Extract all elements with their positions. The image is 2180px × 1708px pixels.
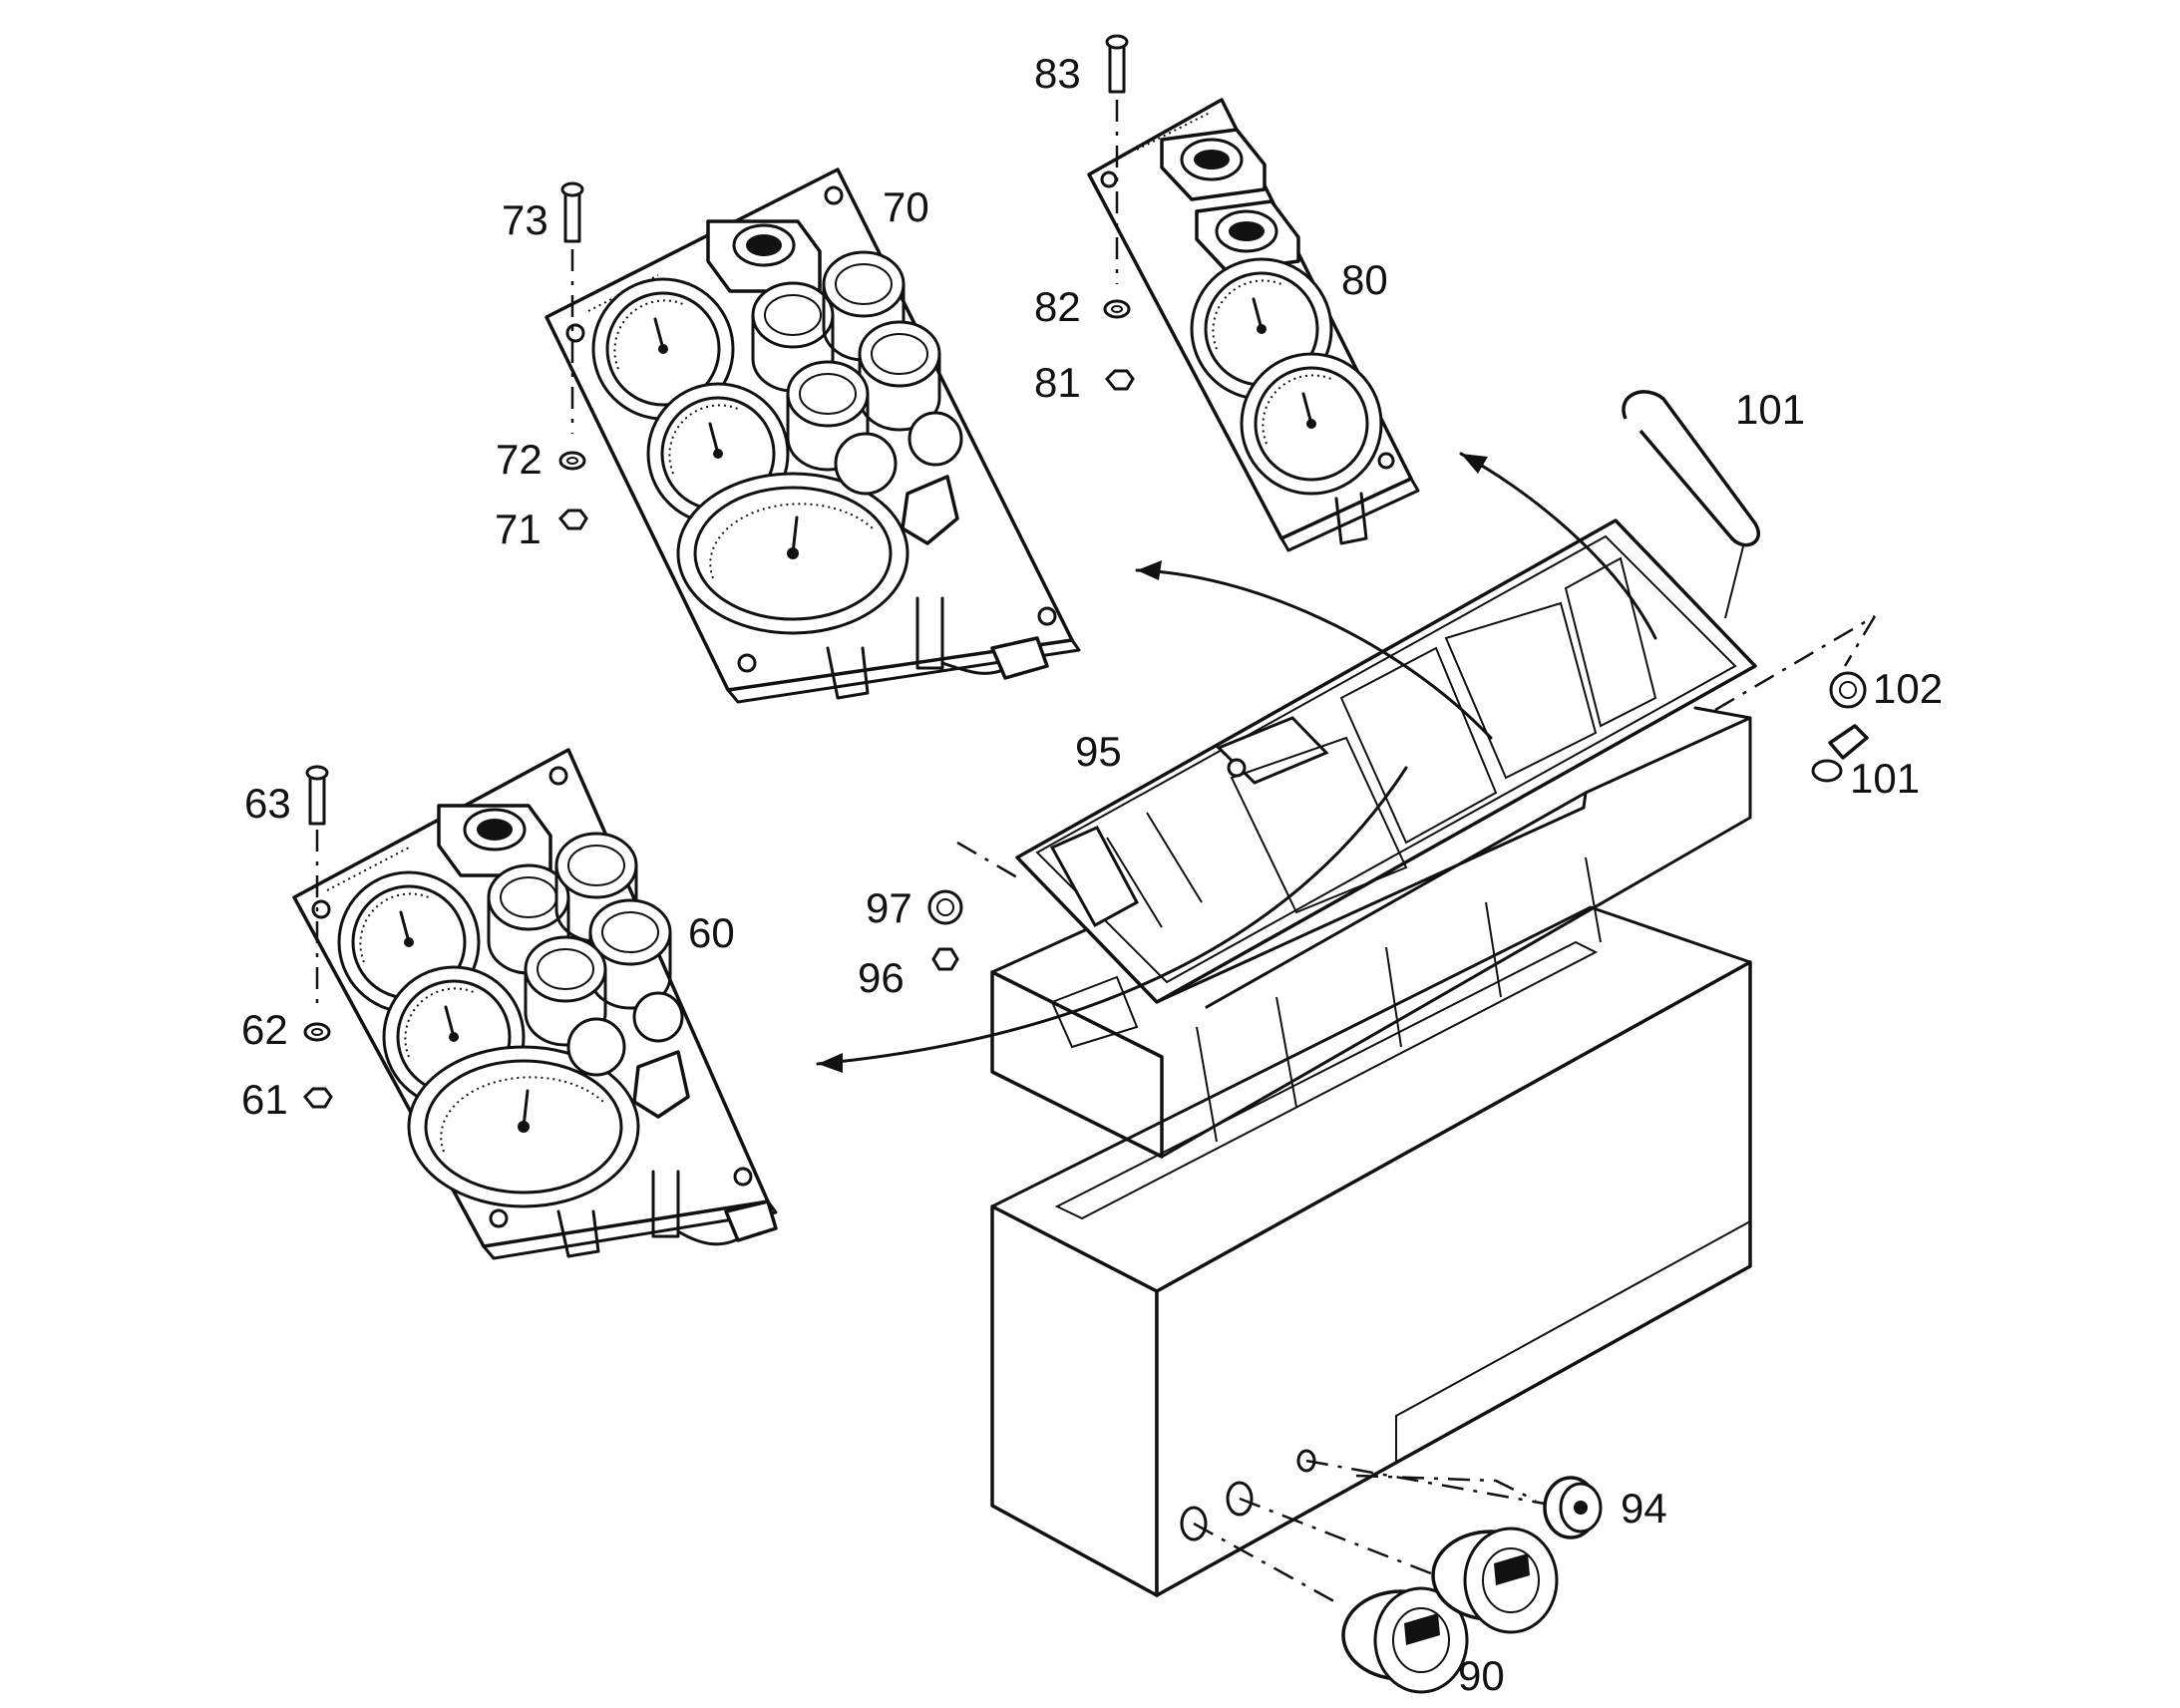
- callout-101: 101: [1850, 755, 1920, 802]
- hardware-63-61: [302, 765, 333, 1109]
- assembly-arrows: [816, 452, 1657, 1073]
- callout-80: 80: [1341, 256, 1388, 303]
- callout-81: 81: [1034, 359, 1081, 406]
- callout-96: 96: [858, 954, 905, 1001]
- lower-box: [990, 905, 1752, 1597]
- callout-labels: 70 73 72 71 63 62 61 60 83 82 81 80 101 …: [241, 50, 1943, 1699]
- callout-83: 83: [1034, 50, 1081, 97]
- hardware-83-81: [1103, 34, 1135, 391]
- gauge-90-pair: [1193, 1459, 1559, 1694]
- panel-engine-2: [545, 168, 1081, 704]
- handle-100: [1622, 390, 1760, 619]
- hardware-97-96: [927, 841, 1018, 971]
- callout-63: 63: [244, 780, 291, 827]
- panel-engine-1: [292, 748, 778, 1260]
- callout-94: 94: [1621, 1485, 1667, 1532]
- hardware-73-71: [557, 181, 588, 530]
- callout-71: 71: [495, 506, 542, 552]
- hardware-102-101: [1714, 614, 1877, 783]
- callout-61: 61: [241, 1076, 288, 1123]
- callout-102: 102: [1873, 665, 1943, 712]
- callout-60: 60: [688, 909, 735, 956]
- callout-100: 101: [1735, 386, 1805, 433]
- callout-95: 95: [1075, 728, 1122, 775]
- buzzer-94: [1355, 1474, 1603, 1539]
- frame-95: [1015, 518, 1757, 1004]
- callout-82: 82: [1034, 283, 1081, 330]
- callout-97: 97: [866, 884, 912, 931]
- callout-70: 70: [883, 183, 929, 230]
- callout-90: 90: [1458, 1652, 1505, 1699]
- callout-62: 62: [241, 1006, 288, 1053]
- callout-72: 72: [496, 436, 543, 483]
- panel-pump-control: [1087, 98, 1420, 552]
- callout-73: 73: [502, 196, 548, 243]
